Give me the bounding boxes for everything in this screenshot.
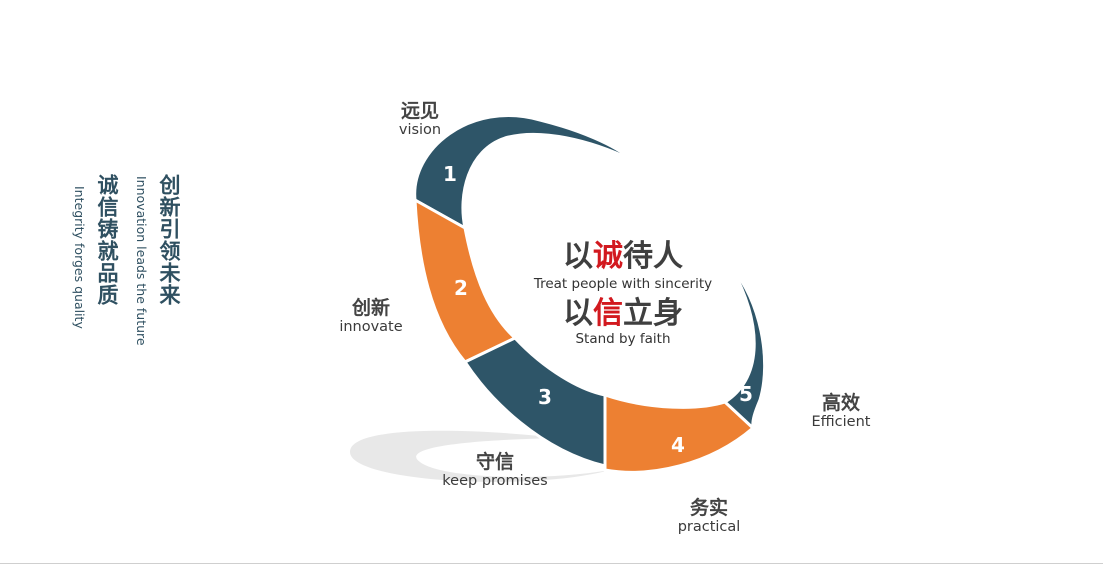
segment-1	[413, 114, 633, 231]
segment-number-3: 3	[538, 385, 552, 409]
label-practical: 务实 practical	[664, 497, 754, 536]
center-motto-1-post: 待人	[623, 239, 683, 274]
segment-number-5: 5	[739, 382, 753, 406]
segment-5	[722, 267, 767, 432]
slogan-right-cn: 创新引领未来	[157, 174, 181, 306]
center-motto-1-pre: 以	[563, 239, 593, 274]
segment-number-2: 2	[454, 276, 468, 300]
label-innovate-cn: 创新	[351, 297, 390, 319]
bottom-divider	[0, 563, 1103, 564]
label-efficient: 高效 Efficient	[796, 392, 886, 431]
center-motto-2-highlight: 信	[593, 296, 623, 331]
label-keep-promises-cn: 守信	[475, 451, 514, 473]
label-keep-promises-en: keep promises	[442, 473, 548, 489]
label-practical-en: practical	[677, 519, 741, 535]
label-innovate-en: innovate	[339, 319, 403, 335]
label-efficient-cn: 高效	[821, 392, 860, 414]
center-motto-2: 以信立身	[518, 297, 728, 331]
label-innovate: 创新 innovate	[326, 297, 416, 336]
label-efficient-en: Efficient	[811, 414, 871, 430]
slogan-left-en: Integrity forges quality	[72, 186, 87, 329]
ring-shadow	[350, 430, 610, 482]
center-motto-1-en: Treat people with sincerity	[533, 276, 713, 292]
label-keep-promises: 守信 keep promises	[432, 451, 558, 490]
center-motto-1-highlight: 诚	[593, 239, 623, 274]
center-motto-2-en: Stand by faith	[575, 331, 671, 347]
segment-number-1: 1	[443, 162, 457, 186]
center-motto-1: 以诚待人	[518, 240, 728, 274]
label-vision-en: vision	[398, 122, 442, 138]
slogan-left-cn: 诚信铸就品质	[95, 174, 119, 306]
slogan-right-en: Innovation leads the future	[134, 176, 149, 346]
segment-number-4: 4	[671, 433, 685, 457]
center-motto-2-post: 立身	[623, 296, 683, 331]
label-vision-cn: 远见	[400, 100, 439, 122]
center-motto-2-pre: 以	[563, 296, 593, 331]
label-practical-cn: 务实	[689, 497, 728, 519]
label-vision: 远见 vision	[380, 100, 460, 139]
